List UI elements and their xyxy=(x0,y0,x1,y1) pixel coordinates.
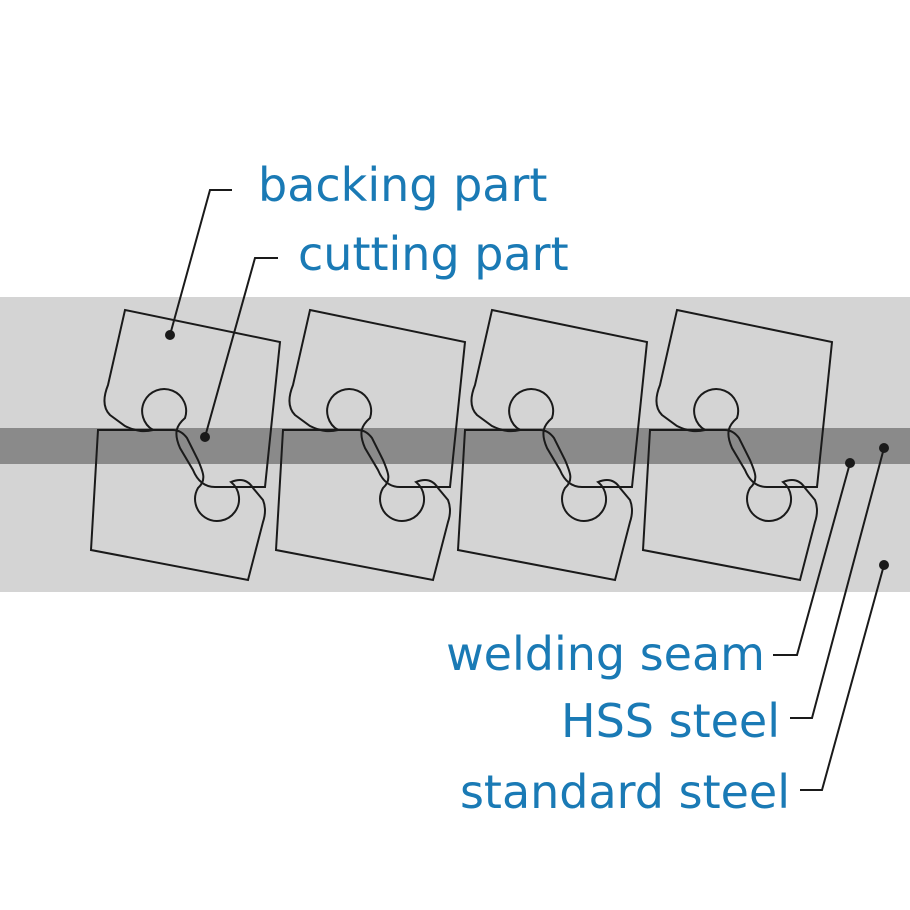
dot-welding-seam xyxy=(845,458,855,468)
dot-backing-part xyxy=(165,330,175,340)
leader-cutting-part xyxy=(204,257,278,438)
label-hss-steel: HSS steel xyxy=(561,694,780,748)
leader-welding-seam xyxy=(773,462,851,656)
label-welding-seam: welding seam xyxy=(446,627,765,681)
leader-backing-part xyxy=(169,189,232,336)
leader-hss-steel xyxy=(790,447,885,719)
dot-standard-steel xyxy=(879,560,889,570)
leader-lines xyxy=(169,189,885,791)
leader-standard-steel xyxy=(800,564,885,791)
dot-cutting-part xyxy=(200,432,210,442)
label-cutting-part: cutting part xyxy=(298,227,569,281)
leader-dots xyxy=(165,330,889,570)
dot-hss-steel xyxy=(879,443,889,453)
label-backing-part: backing part xyxy=(258,158,547,212)
label-standard-steel: standard steel xyxy=(460,765,790,819)
